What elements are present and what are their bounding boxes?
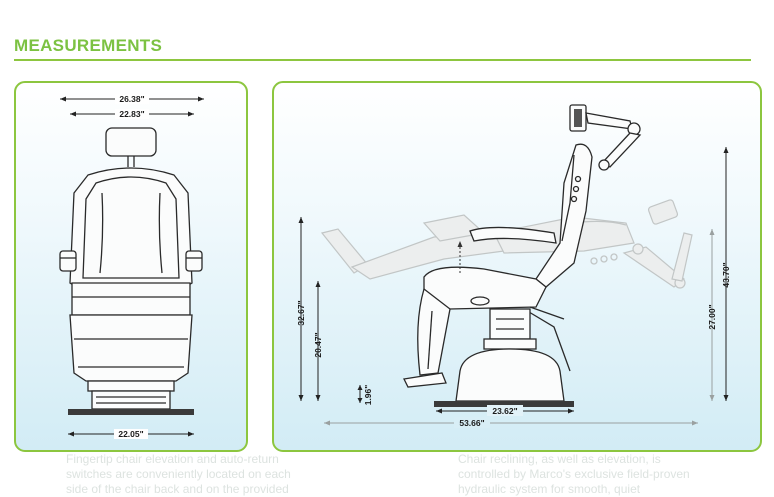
dimension-height-back: 32.67" <box>296 217 306 401</box>
dimension-length-reclined: 53.66" <box>324 417 698 428</box>
armrests-front <box>59 250 203 272</box>
dimension-height-seat-raised: 27.00" <box>707 229 717 401</box>
side-view-drawing: 32.67" 20.47" 1.96" 23.62" 53.66" <box>296 104 731 428</box>
reclined-chair-ghost <box>320 199 693 289</box>
dimension-height-footrest: 1.96" <box>357 385 373 406</box>
dimension-width-base: 22.05" <box>68 429 194 439</box>
background-text-right: Chair reclining, as well as elevation, i… <box>458 452 690 496</box>
dimension-height-overall: 43.70" <box>721 147 731 401</box>
label-width-overall: 26.38" <box>119 94 144 104</box>
base-front <box>68 380 194 415</box>
dimension-width-back: 22.83" <box>70 109 194 119</box>
headrest-front <box>105 127 157 167</box>
front-view-panel: 26.38" 22.83" <box>14 81 248 452</box>
label-height-overall: 43.70" <box>721 262 731 287</box>
label-height-back: 32.67" <box>296 300 306 325</box>
dimension-base-depth: 23.62" <box>436 405 574 416</box>
side-view-panel: 32.67" 20.47" 1.96" 23.62" 53.66" <box>272 81 762 452</box>
label-height-arm: 20.47" <box>313 332 323 357</box>
dimension-width-overall: 26.38" <box>60 94 204 104</box>
label-width-back: 22.83" <box>119 109 144 119</box>
section-title: MEASUREMENTS <box>14 36 163 55</box>
label-length-reclined: 53.66" <box>459 418 484 428</box>
dimension-height-arm: 20.47" <box>313 281 323 401</box>
background-text-left: Fingertip chair elevation and auto-retur… <box>66 452 291 496</box>
seat-travel-indicator <box>457 241 463 275</box>
label-height-footrest: 1.96" <box>363 385 373 406</box>
upright-chair-side <box>403 104 642 407</box>
title-underline <box>14 59 751 61</box>
seat-front <box>69 282 193 382</box>
chair-back-front <box>69 167 193 290</box>
label-base-depth: 23.62" <box>492 406 517 416</box>
label-height-seat-raised: 27.00" <box>707 304 717 329</box>
front-view-drawing: 26.38" 22.83" <box>59 94 204 439</box>
label-width-base: 22.05" <box>118 429 143 439</box>
